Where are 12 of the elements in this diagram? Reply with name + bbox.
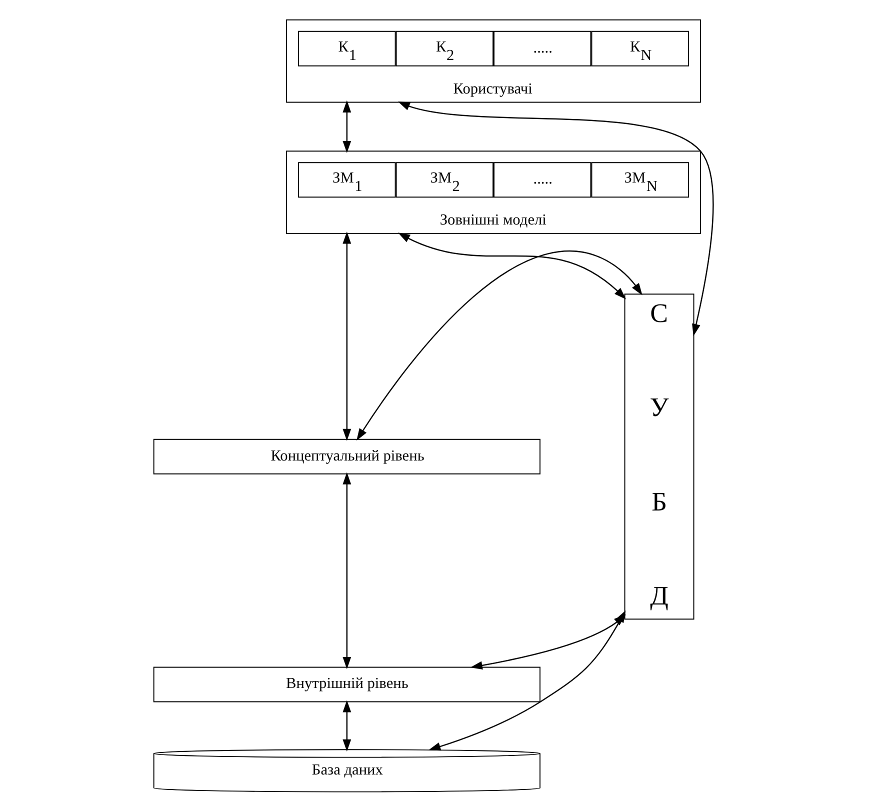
node-box: ..... — [493, 162, 591, 198]
arrow — [356, 250, 642, 441]
arrow — [342, 700, 351, 752]
arrow — [397, 102, 714, 336]
arrow — [342, 472, 351, 670]
arrow — [342, 100, 351, 154]
node-box: Концептуальний рівень — [152, 438, 540, 474]
arrow — [397, 232, 626, 300]
node-box: ..... — [493, 30, 591, 66]
node-box: Внутрішній рівень — [152, 666, 540, 702]
node-box: С У Б Д — [624, 294, 694, 620]
arrow — [342, 232, 351, 441]
